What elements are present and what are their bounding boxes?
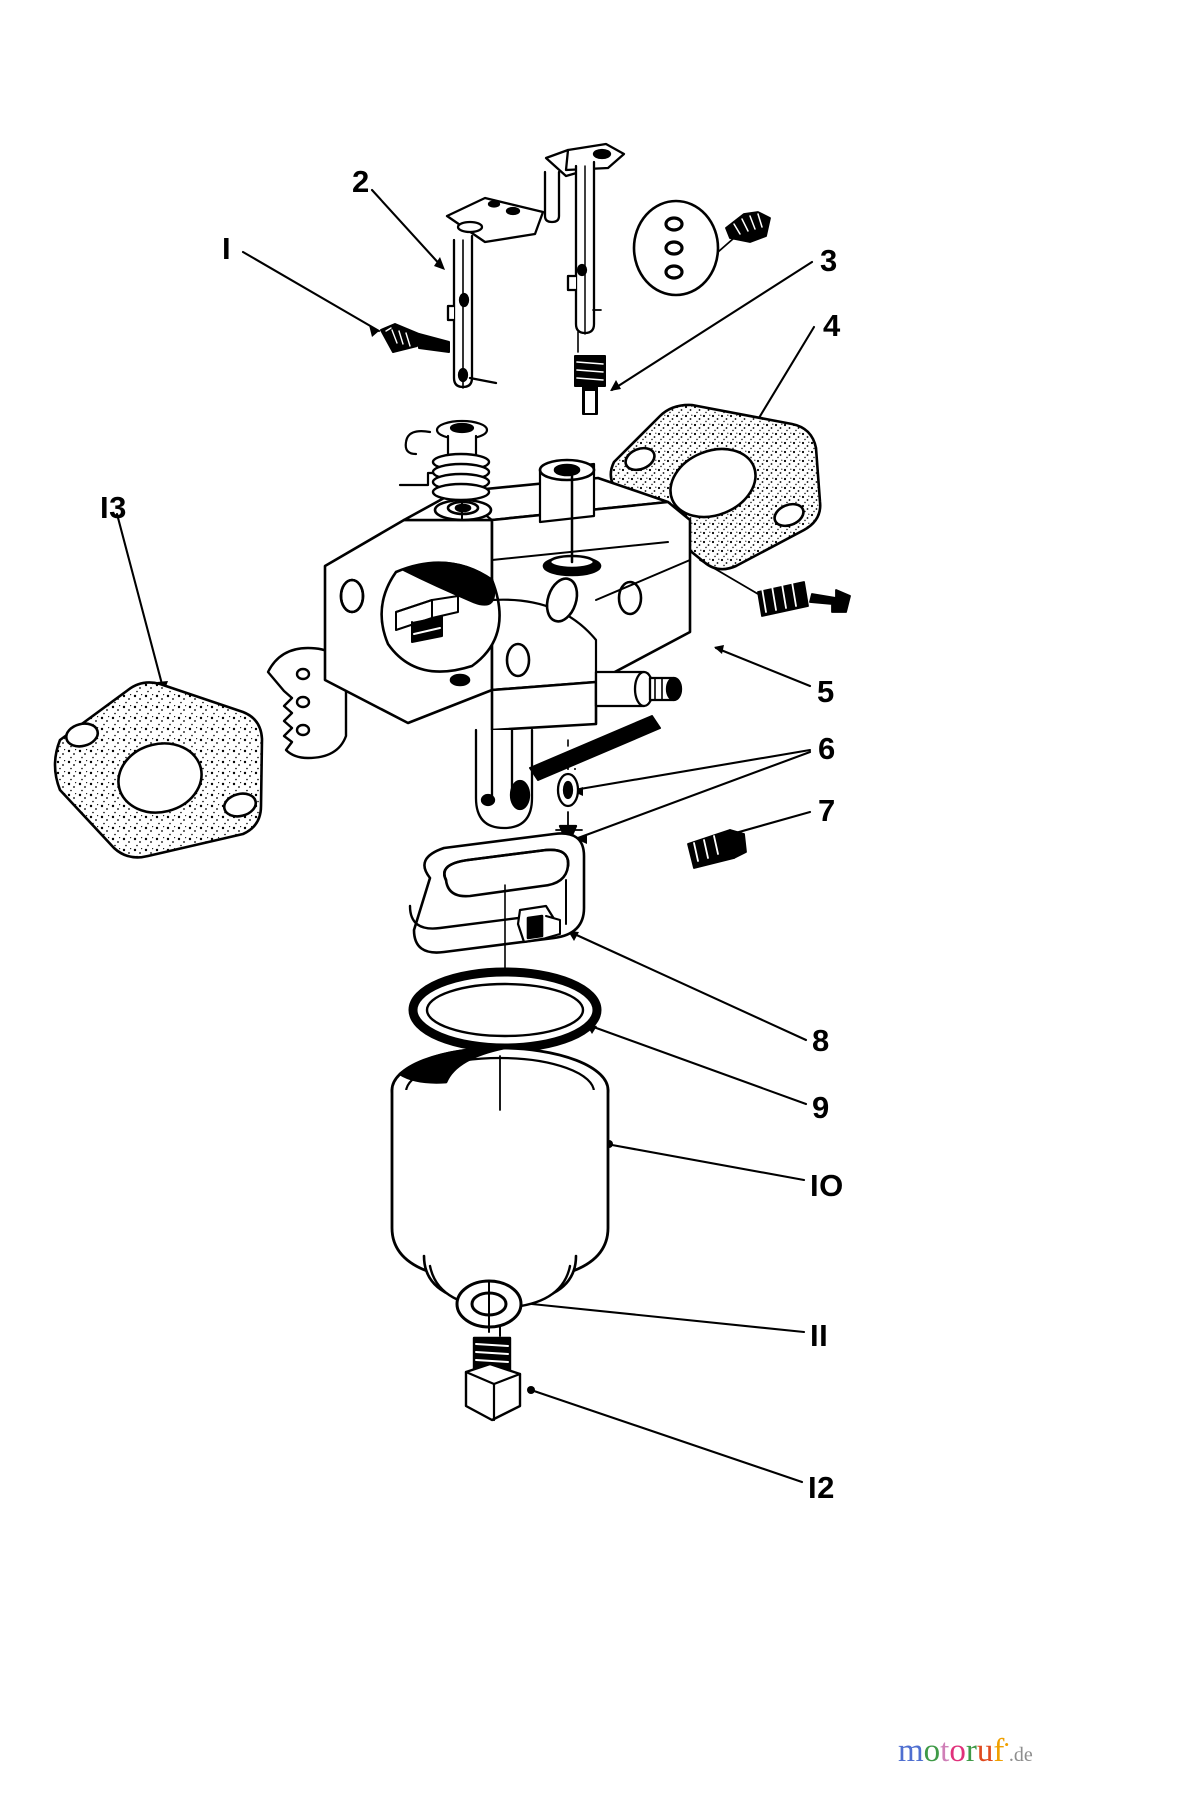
watermark-accent-dot: • [1004, 1737, 1009, 1752]
callout-1: I [222, 231, 232, 266]
watermark-letter-f: f [993, 1733, 1005, 1769]
part-choke-plate [632, 199, 720, 297]
callout-8: 8 [812, 1023, 830, 1058]
part-main-nozzle-tubes [474, 728, 534, 830]
part-choke-adjust-screw [574, 355, 606, 415]
callout-2: 2 [352, 164, 370, 199]
part-idle-spring-assembly [404, 419, 491, 521]
watermark-suffix: .de [1008, 1744, 1033, 1766]
callout-12: I2 [808, 1470, 835, 1505]
callout-11: II [810, 1318, 829, 1353]
callout-13: I3 [100, 490, 127, 525]
part-long-pin [529, 715, 661, 781]
callout-10: IO [810, 1168, 844, 1203]
watermark-letter-o2: o [949, 1733, 966, 1769]
part-mounting-gasket [53, 681, 264, 859]
part-float-bowl [390, 1046, 610, 1337]
part-float-assembly [408, 832, 586, 1071]
callout-3: 3 [820, 243, 838, 278]
callout-5: 5 [817, 674, 835, 709]
part-choke-shaft-lever [543, 142, 626, 353]
watermark-letter-m: m [898, 1733, 924, 1769]
part-bowl-retaining-nut [464, 1336, 522, 1422]
part-choke-plate-screw [717, 211, 771, 253]
watermark-letter-r: r [965, 1733, 977, 1769]
part-bowl-nut-gasket [455, 1279, 523, 1333]
watermark-letter-o1: o [923, 1733, 941, 1769]
part-carburetor-body [323, 419, 692, 830]
part-idle-mixture-screw [380, 323, 450, 353]
callout-7: 7 [818, 793, 836, 828]
part-bowl-screw [687, 829, 747, 869]
watermark-letter-t: t [940, 1733, 950, 1769]
part-fuel-inlet-stub [594, 670, 683, 708]
watermark-letter-u: u [976, 1733, 994, 1769]
callout-4: 4 [823, 308, 841, 343]
part-throttle-shaft-lever [445, 196, 545, 389]
callout-6: 6 [818, 731, 836, 766]
part-idle-spring-and-screw [699, 559, 851, 617]
callout-9: 9 [812, 1090, 830, 1125]
choke-shaft-boss [538, 458, 602, 577]
motoruf-watermark: motoruf•.de [898, 1735, 1033, 1768]
part-bowl-o-ring [408, 967, 602, 1053]
